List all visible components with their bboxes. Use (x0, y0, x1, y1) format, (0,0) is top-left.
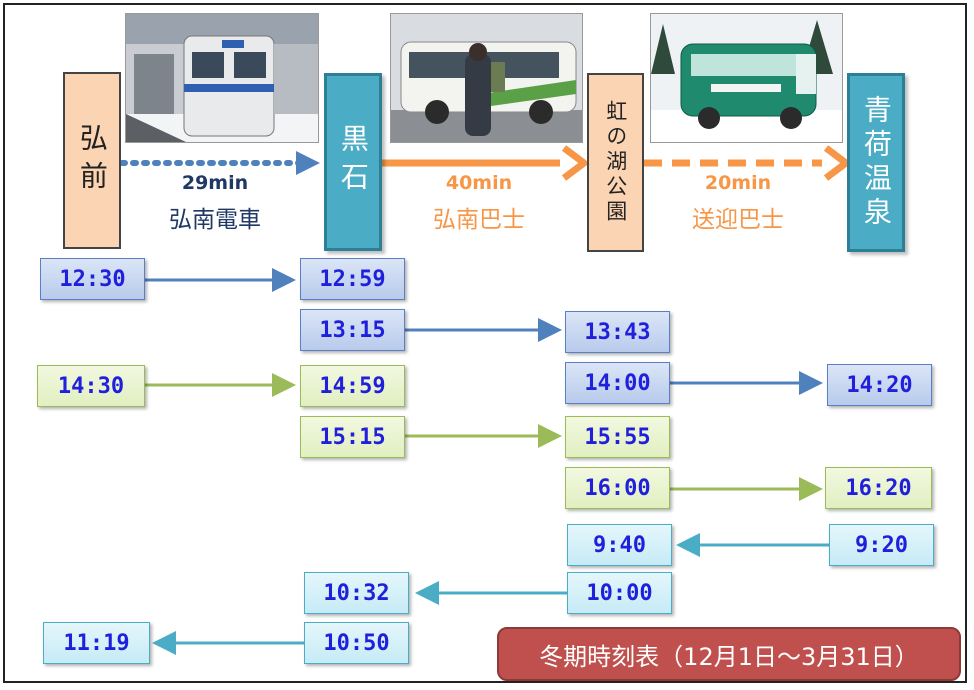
time-box: 14:30 (37, 365, 145, 407)
bus-photo-icon (391, 14, 582, 142)
time-box: 15:15 (300, 416, 405, 458)
station-aoni-label: 青荷温泉 (859, 94, 893, 231)
time-box: 14:00 (565, 362, 670, 404)
season-badge: 冬期時刻表（12月1日～3月31日） (497, 627, 961, 681)
station-kuroishi-label: 黒石 (336, 124, 370, 200)
leg-duration-bus: 40min (445, 172, 513, 194)
time-box: 15:55 (565, 416, 670, 458)
time-box: 10:50 (304, 622, 409, 664)
station-kuroishi: 黒石 (324, 73, 382, 251)
time-box: 9:20 (829, 524, 934, 566)
leg-arrow-shuttle (644, 145, 850, 181)
time-box: 12:30 (40, 258, 145, 300)
time-box: 11:19 (43, 622, 150, 664)
time-box: 12:59 (300, 258, 405, 300)
train-photo (125, 13, 319, 143)
leg-duration-shuttle: 20min (704, 172, 772, 194)
time-box: 16:00 (565, 467, 670, 509)
time-box: 13:43 (565, 311, 670, 353)
time-box: 9:40 (567, 524, 672, 566)
time-box: 14:20 (827, 364, 932, 406)
leg-mode-bus: 弘南巴士 (433, 207, 525, 233)
time-box: 14:59 (300, 365, 405, 407)
leg-mode-shuttle: 送迎巴士 (692, 207, 784, 233)
time-box: 13:15 (300, 309, 405, 351)
shuttle-bus-photo (650, 13, 843, 143)
time-box: 16:20 (825, 467, 932, 509)
station-nijinoko-label: 虹の湖公園 (603, 100, 628, 225)
time-box: 10:00 (567, 572, 672, 614)
leg-duration-train: 29min (181, 172, 249, 194)
station-hirosaki: 弘前 (63, 72, 121, 249)
train-photo-icon (126, 14, 318, 142)
leg-mode-train: 弘南電車 (169, 207, 261, 233)
station-hirosaki-label: 弘前 (75, 122, 109, 199)
time-box: 10:32 (304, 572, 409, 614)
shuttle-bus-photo-icon (651, 14, 842, 142)
station-nijinoko: 虹の湖公園 (587, 73, 644, 252)
leg-arrow-bus (382, 145, 588, 181)
bus-photo (390, 13, 583, 143)
station-aoni: 青荷温泉 (847, 73, 905, 252)
leg-arrow-train (119, 151, 320, 175)
